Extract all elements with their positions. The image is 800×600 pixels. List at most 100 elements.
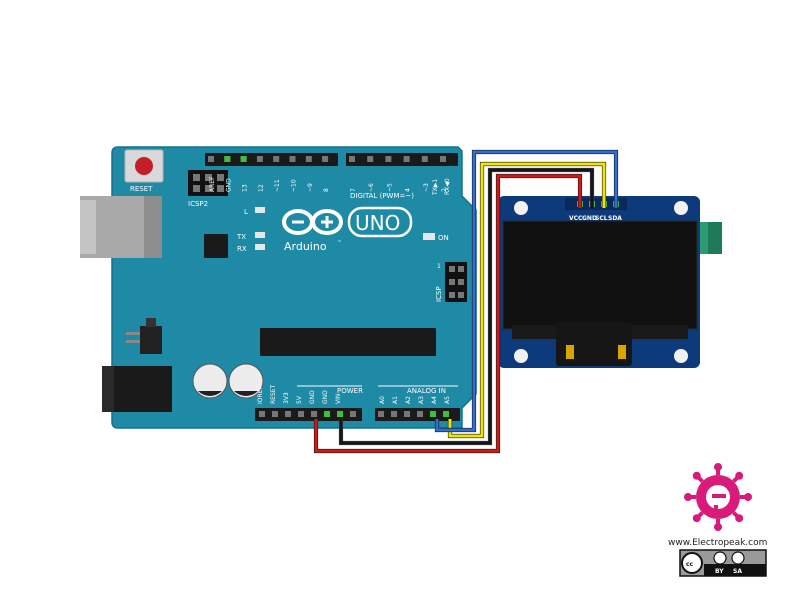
top-pin-label: GND [225, 178, 232, 192]
header-pin [378, 411, 384, 417]
sa-text: SA [733, 568, 742, 575]
header-pin [430, 411, 436, 417]
header-pin [403, 156, 410, 162]
analog-in-label: ANALOG IN [407, 387, 446, 395]
header-pin [273, 156, 280, 162]
power-pin-label: IOREF [257, 386, 264, 404]
analog-pin-label: A5 [444, 396, 451, 404]
capacitor-2 [228, 363, 264, 399]
capacitor-1 [192, 363, 228, 399]
header-pin [350, 411, 356, 417]
arduino-infinity-logo [282, 209, 343, 235]
led-rx [255, 244, 265, 250]
top-pin-label: 13 [242, 184, 249, 192]
usb-connector [80, 196, 162, 258]
uno-label: UNO [355, 211, 400, 235]
header-pin [385, 156, 392, 162]
icsp-header [445, 262, 467, 302]
power-pin-label: 5V [296, 395, 303, 404]
top-pin-label: ~11 [274, 179, 281, 192]
header-pin [256, 156, 263, 162]
logo-tooth-dot [714, 463, 722, 471]
header-pin-active [224, 156, 231, 162]
reset-button[interactable] [124, 149, 164, 183]
oled-pin-label: SCL [595, 215, 608, 222]
power-pin-label: 3V3 [283, 392, 290, 404]
header-pin [367, 156, 374, 162]
trademark-label: ™ [337, 240, 342, 246]
led-l [255, 207, 265, 213]
icsp-pin1-label: 1 [437, 263, 441, 270]
oled-mount-hole [514, 201, 528, 215]
logo-tooth-dot [735, 471, 744, 480]
analog-pin-label: A0 [379, 396, 386, 404]
oled-pin-label: GND [582, 215, 597, 222]
power-pin-label: RESET [270, 384, 277, 404]
header-pin [337, 411, 343, 417]
header-pin [443, 411, 449, 417]
logo-tooth-dot [735, 514, 744, 523]
power-label: POWER [337, 387, 363, 395]
icsp2-label: ICSP2 [188, 200, 208, 208]
icsp-label: ICSP [435, 286, 443, 302]
top-pin-label: 4 [405, 188, 412, 192]
analog-pin-label: A1 [392, 396, 399, 404]
led-tx-label: TX [236, 233, 246, 241]
header-pin [391, 411, 397, 417]
oled-mount-hole [674, 349, 688, 363]
top-pin-label: AREF [209, 176, 216, 192]
analog-pin-label: A3 [418, 396, 425, 404]
header-pin [404, 411, 410, 417]
digital-header-right [346, 153, 458, 166]
regulator-ic [204, 234, 228, 258]
top-pin-label: ~9 [307, 183, 314, 192]
uno-badge [347, 206, 413, 238]
led-tx [255, 232, 265, 238]
by-text: BY [715, 568, 724, 575]
header-pin [417, 411, 423, 417]
header-pin [285, 411, 291, 417]
reset-label: RESET [130, 185, 153, 193]
by-icon [713, 551, 727, 565]
rxd-label: RX◀0 [444, 178, 451, 195]
electropeak-logo [684, 463, 752, 531]
led-rx-label: RX [237, 245, 247, 253]
header-pin [349, 156, 355, 162]
logo-tooth-dot [744, 493, 752, 501]
oled-pin-label: VCC [569, 215, 583, 222]
top-pin-label: 8 [323, 188, 330, 192]
logo-tooth-dot [692, 471, 701, 480]
arduino-label: Arduino [284, 240, 327, 253]
power-pin-label: GND [309, 390, 316, 404]
header-pin [440, 156, 446, 162]
oled-screen [502, 220, 698, 330]
analog-pin-label: A2 [405, 396, 412, 404]
oled-mount-hole [674, 201, 688, 215]
power-header [255, 408, 362, 421]
top-pin-label: ~10 [291, 179, 298, 192]
oled-ribbon [556, 322, 632, 366]
analog-header [375, 408, 460, 421]
oled-mount-hole [514, 349, 528, 363]
power-pin-label: GND [322, 390, 329, 404]
cc-icon [681, 552, 703, 574]
analog-pin-label: A4 [431, 396, 438, 404]
header-pin [324, 411, 330, 417]
logo-tooth-dot [714, 523, 722, 531]
digital-header-left [205, 153, 338, 166]
header-pin [208, 156, 214, 162]
header-pin [272, 411, 278, 417]
header-pin [298, 411, 304, 417]
dc-jack [102, 366, 172, 412]
txd-label: TX▶1 [432, 179, 439, 196]
header-pin [421, 156, 428, 162]
sa-icon [731, 551, 745, 565]
top-pin-label: ~6 [368, 183, 375, 192]
led-on-label: ON [438, 234, 449, 242]
icsp2-header [188, 170, 228, 196]
header-pin [259, 411, 265, 417]
top-pin-label: 2 [441, 188, 448, 192]
logo-tooth-dot [692, 514, 701, 523]
